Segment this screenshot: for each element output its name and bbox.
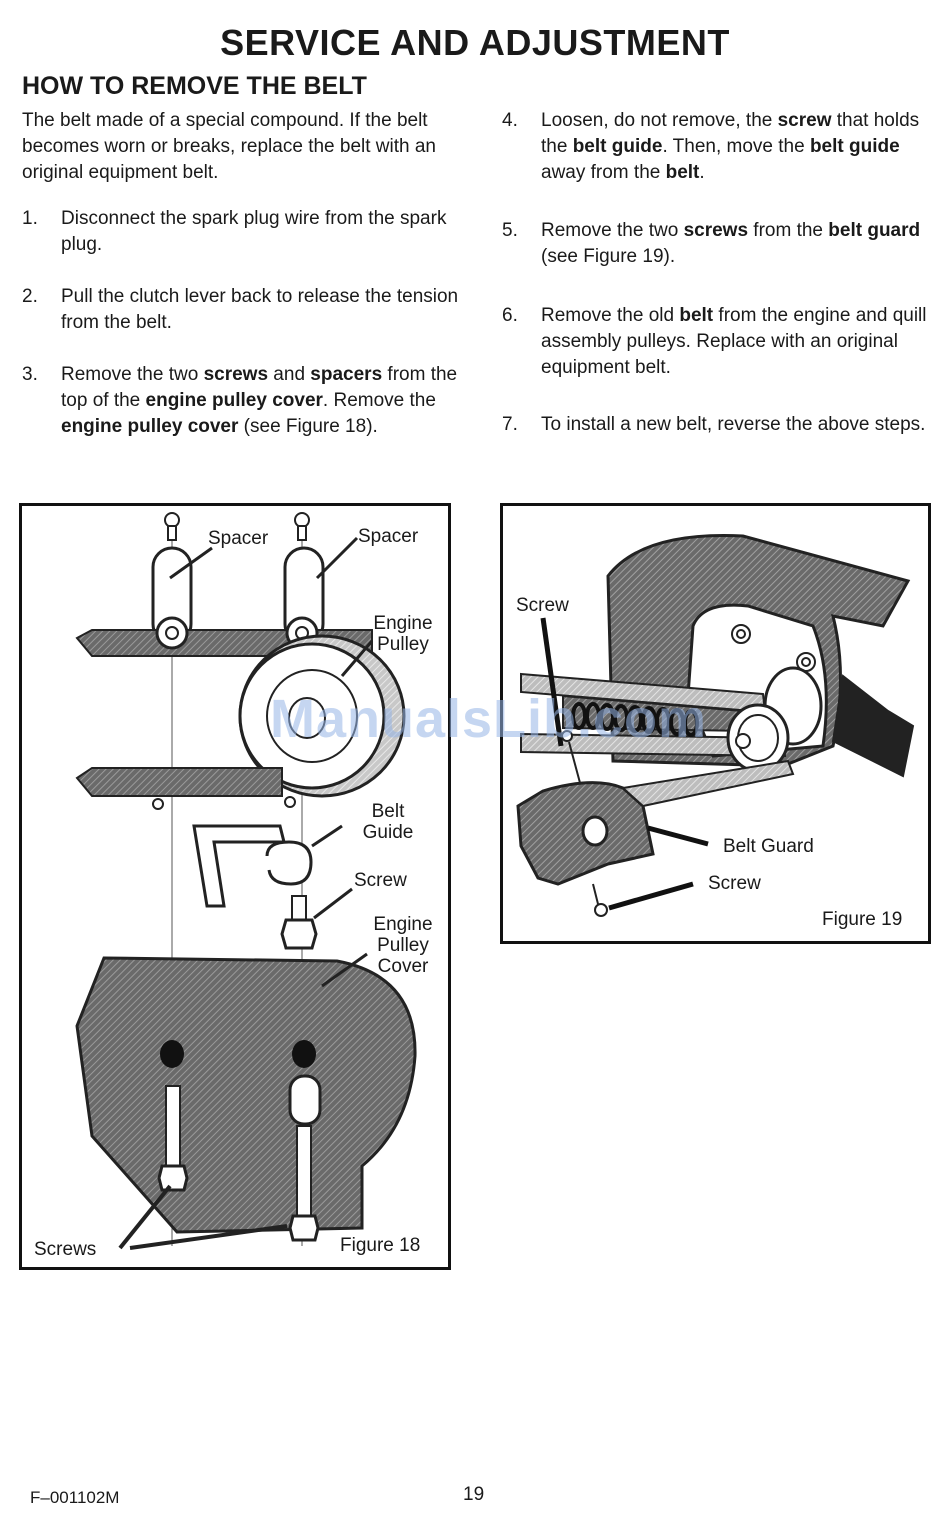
bolt-icon (731, 624, 751, 644)
top-screw-icon (164, 512, 180, 541)
step-item: 4. Loosen, do not remove, the screw that… (502, 108, 942, 186)
mounting-bar (75, 767, 283, 797)
label-screw: Screw (516, 595, 569, 616)
step-item: 3. Remove the two screws and spacers fro… (22, 362, 462, 440)
step-run: Pull the clutch lever back to release th… (61, 286, 459, 333)
step-run: from the engine and quill assembly pulle… (541, 305, 927, 378)
engine-pulley-cover-icon (75, 956, 417, 1234)
step-item: 6. Remove the old belt from the engine a… (502, 303, 942, 381)
step-text: Loosen, do not remove, the screw that ho… (541, 108, 942, 186)
step-emphasis: belt guide (572, 136, 663, 157)
step-emphasis: belt (665, 162, 700, 183)
label-belt-guard: Belt Guard (723, 836, 814, 857)
label-belt-guide: Belt Guide (362, 801, 414, 843)
bottom-screw-icon (157, 1085, 189, 1192)
step-emphasis: belt guard (828, 220, 921, 241)
belt-guide-icon (192, 824, 313, 908)
rod (520, 732, 787, 758)
step-number: 6. (502, 305, 518, 326)
step-run: Loosen, do not remove, the (541, 110, 778, 131)
step-run: Remove the old (541, 305, 680, 326)
step-run: (see Figure 19). (541, 246, 676, 267)
step-number: 2. (22, 286, 38, 307)
step-emphasis: screw (777, 110, 832, 131)
spring-icon (571, 702, 699, 737)
step-run: that holds the (541, 110, 920, 157)
step-run: away from the (541, 162, 666, 183)
screw-icon (280, 895, 318, 950)
page-number: 19 (463, 1484, 485, 1505)
step-text: Disconnect the spark plug wire from the … (61, 206, 462, 258)
step-text: Remove the two screws from the belt guar… (541, 218, 942, 270)
step-item: 1. Disconnect the spark plug wire from t… (22, 206, 462, 258)
pulley-icon (726, 666, 823, 773)
label-spacer: Spacer (208, 528, 269, 549)
engine-pulley-icon (238, 634, 406, 798)
step-emphasis: spacers (310, 364, 383, 385)
right-column: 4. Loosen, do not remove, the screw that… (502, 108, 942, 438)
step-item: 5. Remove the two screws from the belt g… (502, 218, 942, 270)
left-column: The belt made of a special compound. If … (22, 108, 462, 440)
step-emphasis: engine pulley cover (61, 416, 239, 437)
section-heading: HOW TO REMOVE THE BELT (22, 72, 367, 100)
step-run: To install a new belt, reverse the above… (541, 414, 926, 435)
figure-19-illustration (516, 534, 915, 917)
step-text: Pull the clutch lever back to release th… (61, 284, 462, 336)
step-text: Remove the old belt from the engine and … (541, 303, 942, 381)
document-code: F–001102M (30, 1488, 120, 1507)
step-number: 1. (22, 208, 38, 229)
step-number: 7. (502, 414, 518, 435)
step-run: Remove the two (61, 364, 204, 385)
step-run: . (699, 162, 705, 183)
step-run: Disconnect the spark plug wire from the … (61, 208, 447, 255)
label-screw: Screw (354, 870, 407, 891)
figure-18: Spacer Spacer Engine Pulley Belt Guide S… (19, 503, 451, 1270)
step-run: from the top of the (61, 364, 458, 411)
step-run: . Then, move the (662, 136, 810, 157)
figure-19: Screw Belt Guard Screw Figure 19 (500, 503, 931, 944)
step-emphasis: screws (203, 364, 269, 385)
step-number: 3. (22, 364, 38, 385)
step-number: 4. (502, 110, 518, 131)
top-screw-icon (294, 512, 310, 541)
step-run: Remove the two (541, 220, 684, 241)
step-run: and (268, 364, 311, 385)
label-engine-pulley-cover: Engine Pulley Cover (373, 914, 433, 977)
step-emphasis: screws (683, 220, 749, 241)
label-spacer: Spacer (358, 526, 419, 547)
step-emphasis: belt (679, 305, 714, 326)
step-text: To install a new belt, reverse the above… (541, 412, 942, 438)
label-screws: Screws (34, 1239, 97, 1260)
step-emphasis: engine pulley cover (145, 390, 323, 411)
figure-18-caption: Figure 18 (340, 1235, 421, 1256)
figure-18-illustration (75, 512, 417, 1250)
step-list-left: 1. Disconnect the spark plug wire from t… (22, 206, 462, 440)
intro-paragraph: The belt made of a special compound. If … (22, 110, 436, 183)
label-screw: Screw (708, 873, 761, 894)
step-emphasis: belt guide (809, 136, 900, 157)
bottom-screw-icon (288, 1125, 320, 1242)
step-run: (see Figure 18). (238, 416, 378, 437)
figure-19-caption: Figure 19 (822, 909, 903, 930)
step-run: . Remove the (322, 390, 436, 411)
page-title: SERVICE AND ADJUSTMENT (220, 22, 730, 63)
screw-icon (592, 883, 608, 917)
step-run: from the (748, 220, 829, 241)
step-item: 2. Pull the clutch lever back to release… (22, 284, 462, 336)
step-number: 5. (502, 220, 518, 241)
label-engine-pulley: Engine Pulley (373, 613, 433, 655)
step-text: Remove the two screws and spacers from t… (61, 362, 462, 440)
step-item: 7. To install a new belt, reverse the ab… (502, 412, 942, 438)
